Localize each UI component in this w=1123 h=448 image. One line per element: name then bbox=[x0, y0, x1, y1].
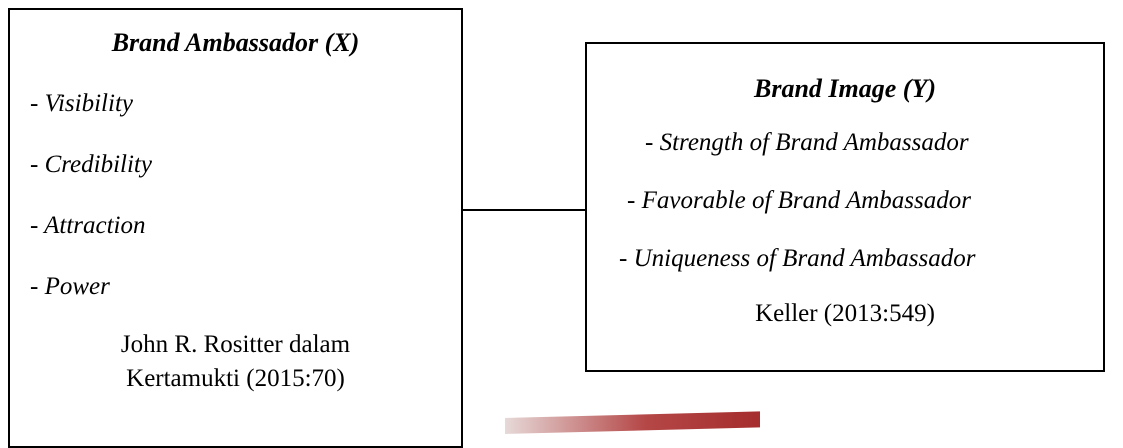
brand-ambassador-item-credibility: - Credibility bbox=[30, 151, 152, 178]
brand-image-item-favorable: - Favorable of Brand Ambassador bbox=[627, 187, 971, 214]
brand-image-source: Keller (2013:549) bbox=[755, 300, 935, 327]
brand-ambassador-source-line2: Kertamukti (2015:70) bbox=[126, 365, 345, 392]
brand-ambassador-item-power: - Power bbox=[30, 273, 110, 300]
brand-image-box: Brand Image (Y) - Strength of Brand Amba… bbox=[585, 42, 1105, 372]
decorative-stripe bbox=[505, 411, 760, 434]
brand-image-item-strength: - Strength of Brand Ambassador bbox=[645, 129, 969, 156]
brand-image-item-uniqueness: - Uniqueness of Brand Ambassador bbox=[619, 245, 976, 272]
brand-ambassador-source: John R. Rositter dalam Kertamukti (2015:… bbox=[10, 328, 461, 396]
brand-ambassador-source-line1: John R. Rositter dalam bbox=[120, 331, 351, 358]
connector-line bbox=[463, 209, 585, 211]
brand-image-title: Brand Image (Y) bbox=[754, 74, 936, 103]
brand-ambassador-item-attraction: - Attraction bbox=[30, 212, 146, 239]
brand-ambassador-title: Brand Ambassador (X) bbox=[111, 28, 360, 57]
brand-ambassador-item-visibility: - Visibility bbox=[30, 90, 133, 117]
brand-ambassador-box: Brand Ambassador (X) - Visibility - Cred… bbox=[8, 8, 463, 448]
